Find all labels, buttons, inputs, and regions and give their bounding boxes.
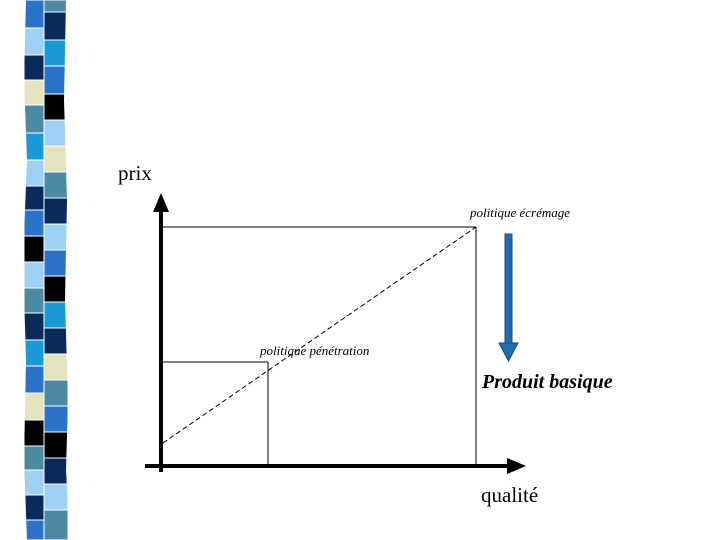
skimming-policy-label: politique écrémage [470,206,570,219]
price-quality-diagonal [163,227,476,443]
x-axis-arrowhead [507,458,526,474]
down-arrow-icon [499,234,518,361]
basic-product-label: Produit basique [482,372,613,392]
penetration-policy-label: politique pénétration [260,344,369,357]
y-axis-arrowhead [153,193,169,212]
x-axis-label: qualité [481,485,538,506]
y-axis-label: prix [118,163,152,184]
